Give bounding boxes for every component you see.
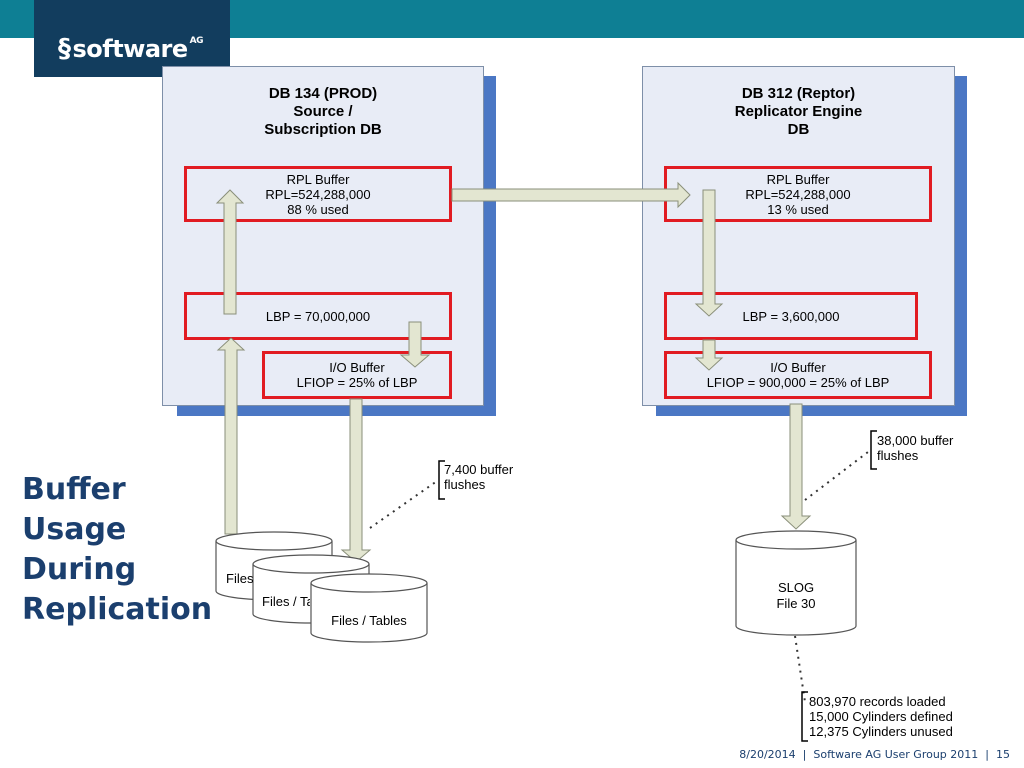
slog-stats-note: 803,970 records loaded 15,000 Cylinders … [809, 694, 953, 739]
source-rpl-buffer: RPL Buffer RPL=524,288,000 88 % used [184, 166, 452, 222]
footer-date: 8/20/2014 [739, 748, 796, 761]
source-db-title: DB 134 (PROD) Source / Subscription DB [264, 85, 382, 138]
replicator-flushes-note: 38,000 buffer flushes [877, 433, 954, 463]
callout-line-replicator [804, 451, 869, 501]
source-lbp-box: LBP = 70,000,000 [184, 292, 452, 340]
slide-title: Buffer Usage During Replication [22, 472, 213, 627]
arrow-source-io-to-files [340, 398, 372, 563]
replicator-db-title: DB 312 (Reptor) Replicator Engine DB [734, 85, 863, 138]
replicator-rpl-buffer: RPL Buffer RPL=524,288,000 13 % used [664, 166, 932, 222]
arrow-replicator-io-to-slog [780, 403, 812, 530]
files-label-3: Files / Tables [331, 613, 407, 628]
logo-suffix: AG [189, 36, 204, 46]
logo-word: software [72, 35, 189, 63]
source-io-buffer: I/O Buffer LFIOP = 25% of LBP [262, 351, 452, 399]
callout-line-slog [794, 635, 806, 703]
callout-line-source [369, 480, 438, 529]
logo-s-icon: § [58, 34, 71, 64]
footer-event: Software AG User Group 2011 [813, 748, 979, 761]
slide-footer: 8/20/2014 | Software AG User Group 2011 … [739, 748, 1010, 761]
replicator-lbp-box: LBP = 3,600,000 [664, 292, 918, 340]
slog-label: SLOG File 30 [776, 580, 816, 611]
files-label-1: Files / Tables [226, 571, 254, 586]
files-label-2: Files / Tables [262, 594, 310, 609]
source-flushes-note: 7,400 buffer flushes [444, 462, 514, 492]
replicator-io-buffer: I/O Buffer LFIOP = 900,000 = 25% of LBP [664, 351, 932, 399]
bracket-slog-stats [801, 691, 808, 742]
footer-page-number: 15 [996, 748, 1010, 761]
replicator-db-panel: DB 312 (Reptor) Replicator Engine DB [642, 66, 955, 406]
